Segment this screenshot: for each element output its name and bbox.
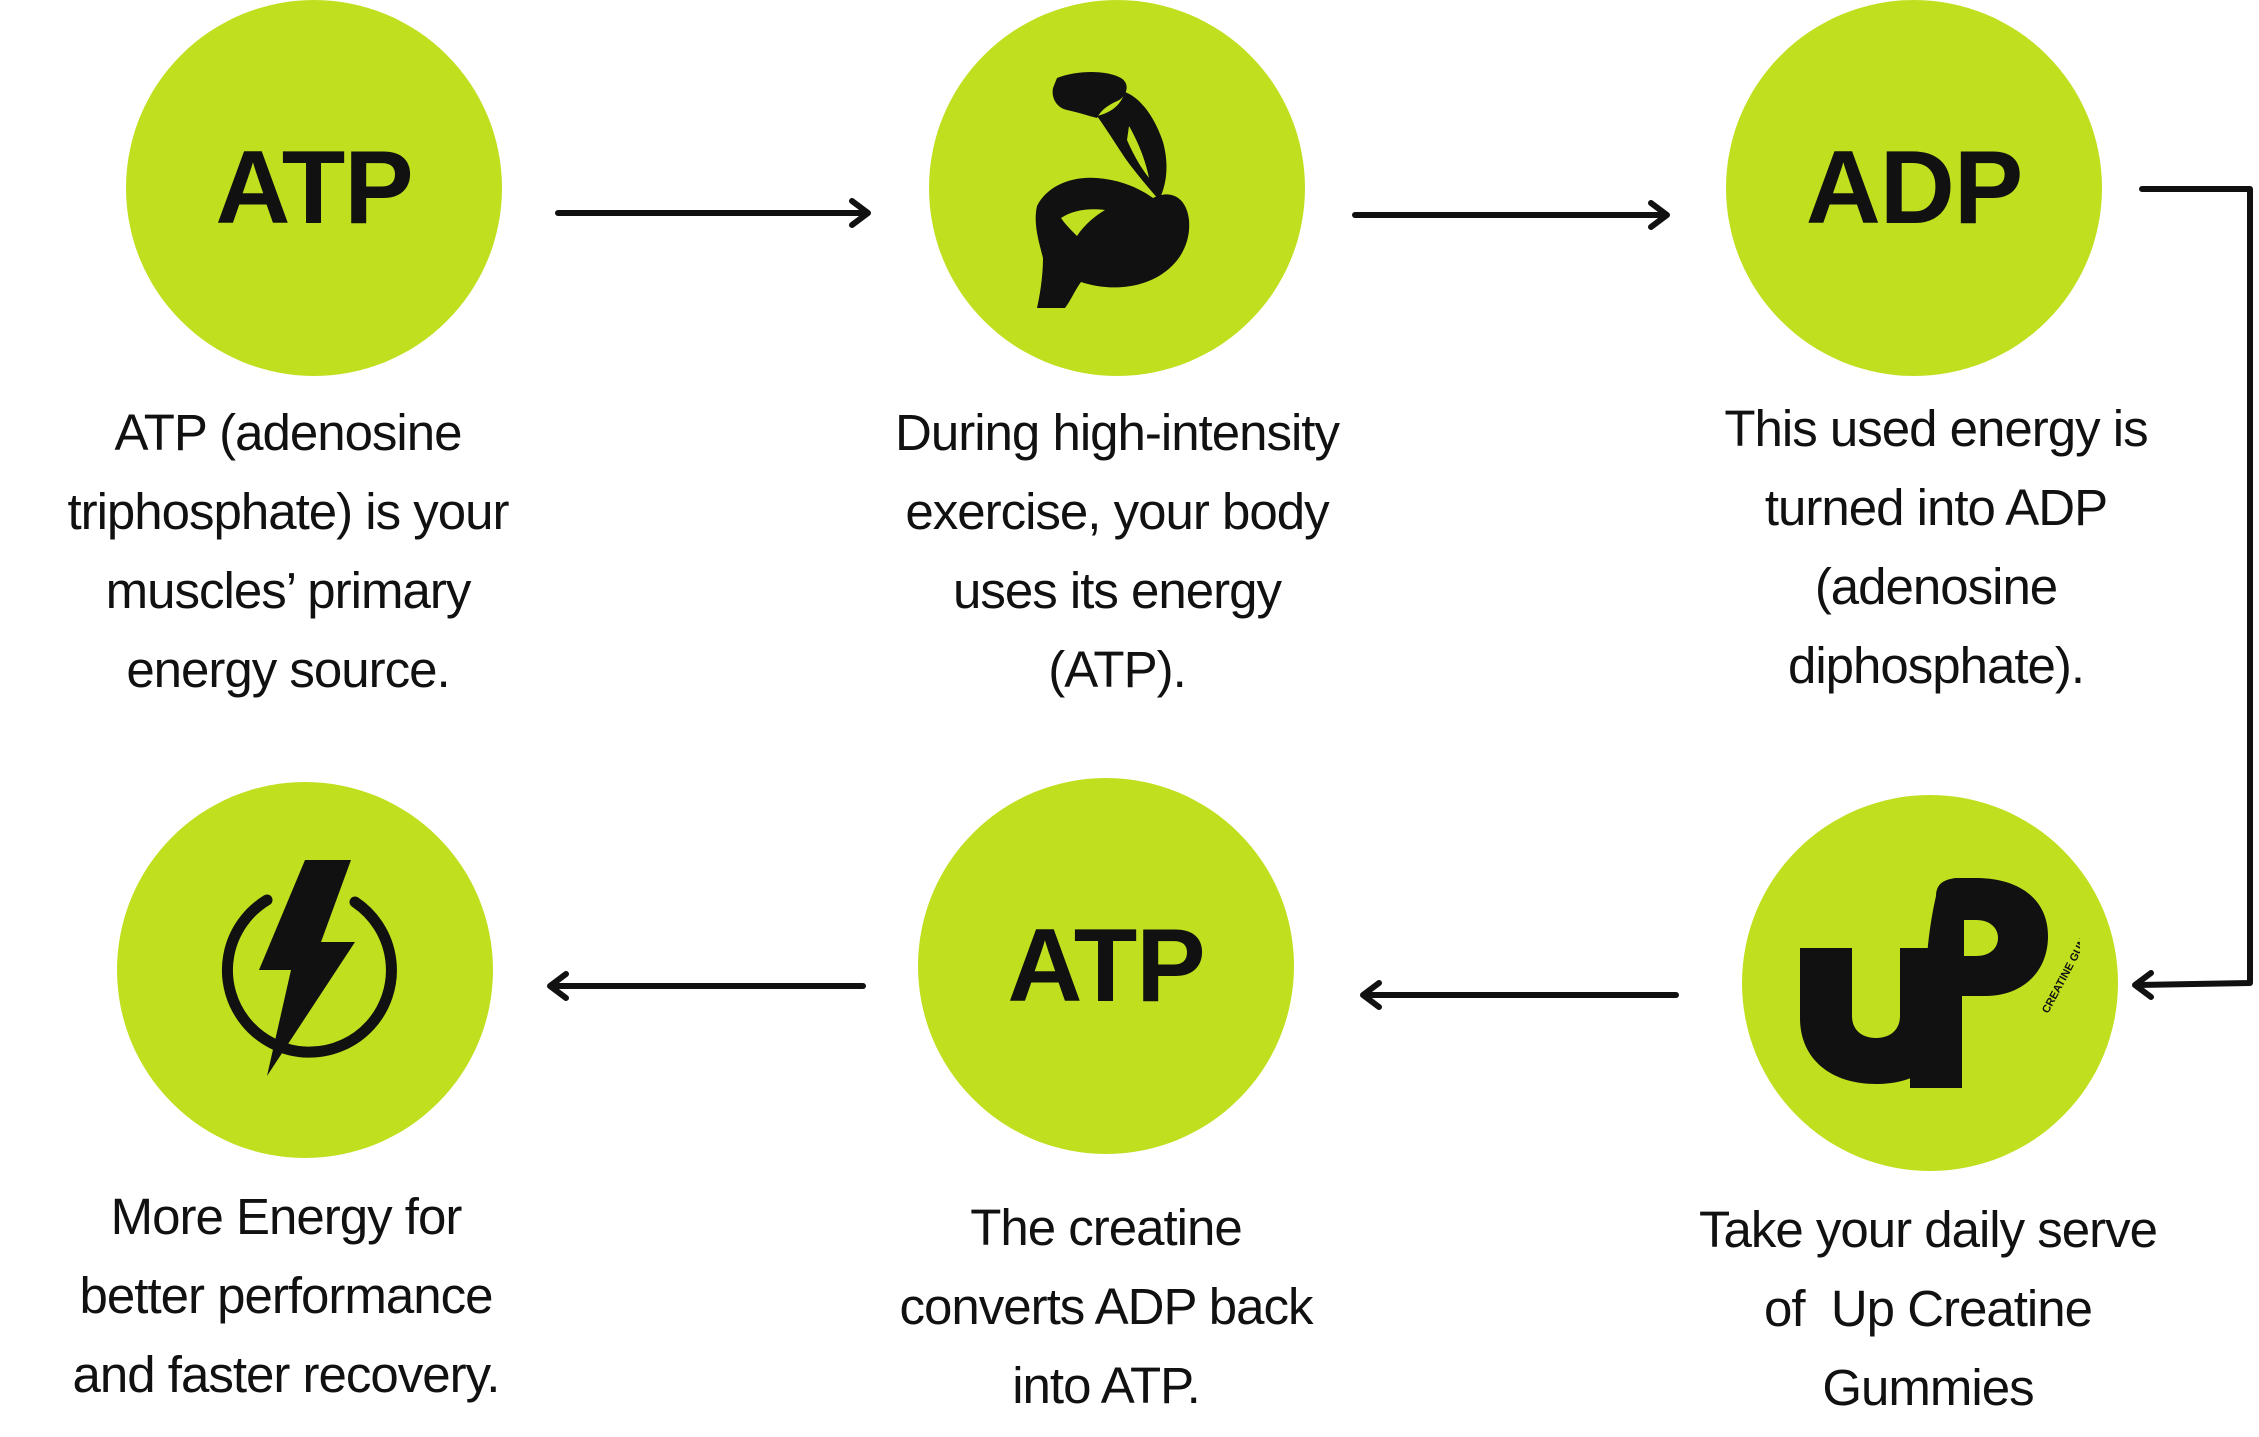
- node-adp-circle: ADP: [1726, 0, 2102, 376]
- caption-line: of Up Creatine: [1763, 1280, 2093, 1337]
- node-title: ATP: [1007, 908, 1205, 1024]
- caption-line: This used energy is: [1724, 400, 2148, 457]
- node-adp-caption: This used energy is turned into ADP (ade…: [1668, 389, 2204, 705]
- node-energy-circle: [117, 782, 493, 1158]
- arrow-adp-to-up: [2132, 186, 2253, 1000]
- node-atp-end-circle: ATP: [918, 778, 1294, 1154]
- caption-line: (adenosine: [1814, 558, 2058, 615]
- caption-line: More Energy for: [110, 1188, 463, 1245]
- node-atp-start-caption: ATP (adenosine triphosphate) is your mus…: [20, 393, 556, 709]
- caption-line: turned into ADP: [1764, 479, 2108, 536]
- caption-line: uses its energy: [952, 562, 1282, 619]
- caption-line: triphosphate) is your: [67, 483, 509, 540]
- caption-line: During high-intensity: [895, 404, 1340, 461]
- node-atp-start-circle: ATP: [126, 0, 502, 376]
- caption-line: into ATP.: [1012, 1357, 1201, 1414]
- node-energy-caption: More Energy for better performance and f…: [18, 1177, 554, 1414]
- caption-line: ATP (adenosine: [114, 404, 462, 461]
- caption-line: converts ADP back: [899, 1278, 1314, 1335]
- lightning-power-icon: [221, 860, 397, 1076]
- node-up-gummies-circle: CREATINE GUMMIES: [1742, 795, 2118, 1171]
- node-atp-end-caption: The creatine converts ADP back into ATP.: [838, 1188, 1374, 1425]
- caption-line: exercise, your body: [905, 483, 1329, 540]
- caption-line: (ATP).: [1048, 641, 1187, 698]
- caption-line: energy source.: [126, 641, 450, 698]
- caption-line: muscles’ primary: [105, 562, 472, 619]
- node-exercise-caption: During high-intensity exercise, your bod…: [849, 393, 1385, 709]
- caption-line: and faster recovery.: [72, 1346, 501, 1403]
- caption-line: Take your daily serve: [1698, 1201, 2158, 1258]
- arrow-atp-to-exercise: [555, 198, 871, 228]
- node-up-gummies-caption: Take your daily serve of Up Creatine Gum…: [1660, 1190, 2196, 1427]
- caption-line: diphosphate).: [1787, 637, 2085, 694]
- node-title: ATP: [215, 130, 413, 246]
- node-title: ADP: [1805, 130, 2024, 246]
- arrow-atp-to-energy: [547, 971, 866, 1001]
- arrow-up-to-atp: [1360, 980, 1679, 1010]
- caption-line: The creatine: [970, 1199, 1243, 1256]
- caption-line: better performance: [79, 1267, 494, 1324]
- flexed-bicep-icon: [1035, 72, 1190, 308]
- up-creatine-gummies-logo: CREATINE GUMMIES: [1800, 878, 2080, 1088]
- node-exercise-circle: [929, 0, 1305, 376]
- caption-line: Gummies: [1822, 1359, 2034, 1416]
- arrow-exercise-to-adp: [1352, 200, 1670, 230]
